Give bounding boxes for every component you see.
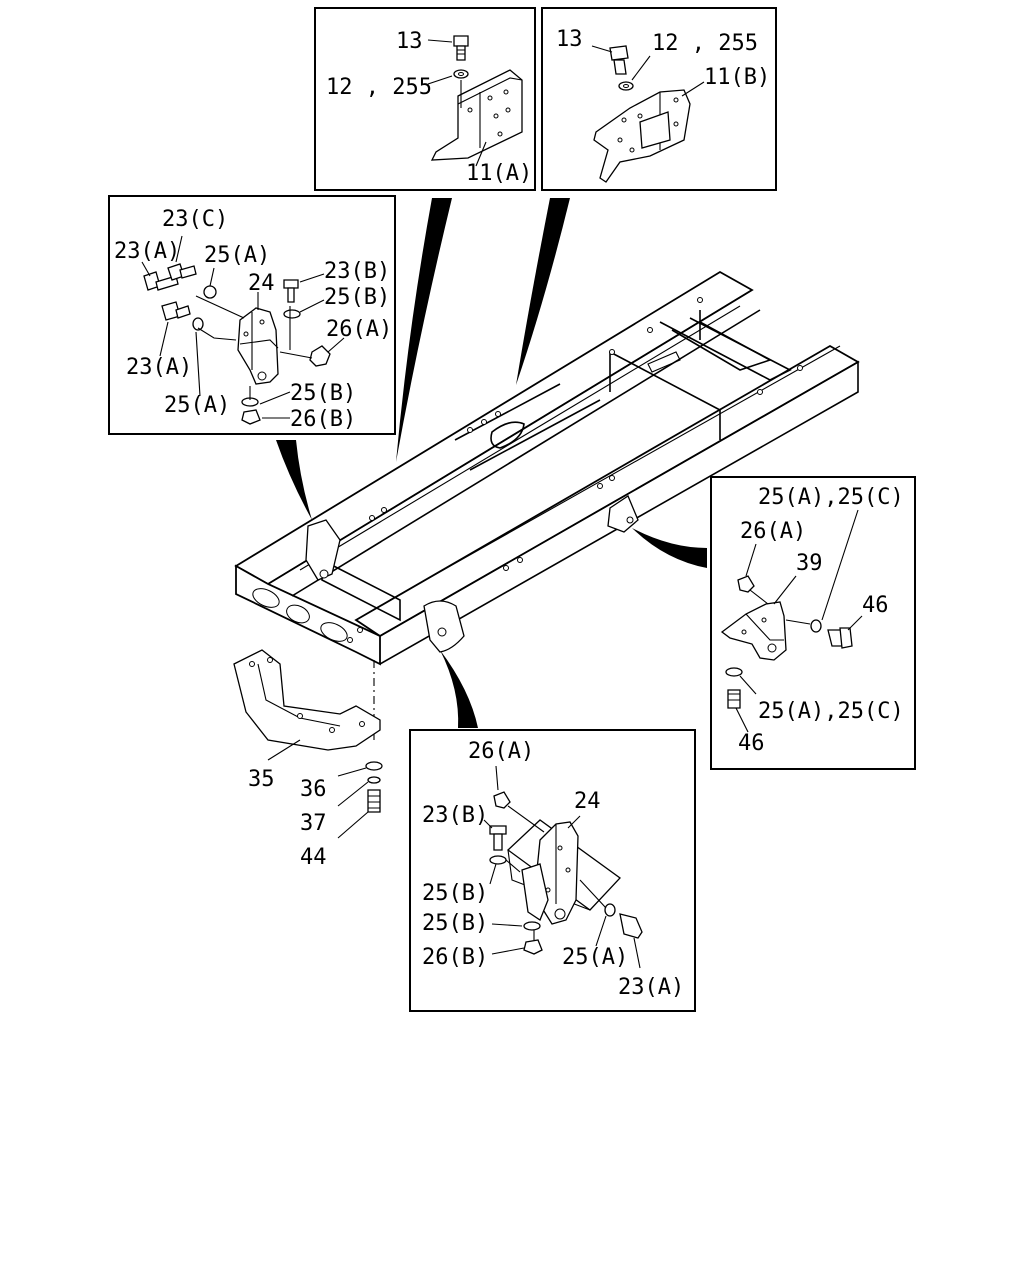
label-37: 37: [300, 811, 327, 836]
label-26b-bottom: 26(B): [422, 945, 488, 970]
label-25a-bottom: 25(A): [164, 393, 230, 418]
label-25b-bottom: 25(B): [290, 381, 356, 406]
label-36: 36: [300, 777, 327, 802]
detail-box-right: 25(A),25(C) 26(A) 39 46 25(A),25(C) 46: [710, 476, 916, 770]
label-35: 35: [248, 767, 275, 792]
detail-box-11a: 13 12 , 255 11(A): [314, 7, 536, 191]
label-25ac-bottom: 25(A),25(C): [758, 699, 904, 724]
label-46-top: 46: [862, 593, 889, 618]
label-26a-left: 26(A): [326, 317, 392, 342]
label-23a-bottom: 23(A): [126, 355, 192, 380]
label-26a-right: 26(A): [740, 519, 806, 544]
label-25ac-top: 25(A),25(C): [758, 485, 904, 510]
frame-holes: [347, 297, 803, 643]
label-23a-bottom-box: 23(A): [618, 975, 684, 1000]
detail-box-bottom: 26(A) 24 23(B) 25(B) 25(B) 26(B) 25(A) 2…: [409, 729, 696, 1012]
callout-pointers: [276, 198, 707, 728]
label-23a-top: 23(A): [114, 239, 180, 264]
label-26a-bottom: 26(A): [468, 739, 534, 764]
detail-box-11b: 13 12 , 255 11(B): [541, 7, 777, 191]
label-23c: 23(C): [162, 207, 228, 232]
label-23b-bottom: 23(B): [422, 803, 488, 828]
crossmember-bracket-35: [233, 649, 383, 813]
label-13-b: 13: [556, 27, 583, 52]
label-26b-left: 26(B): [290, 407, 356, 432]
label-24-bottom: 24: [574, 789, 601, 814]
label-39: 39: [796, 551, 823, 576]
main-labels: 35 36 37 44: [248, 739, 369, 870]
label-12-255-b: 12 , 255: [652, 31, 758, 56]
label-25b-bottom-1: 25(B): [422, 881, 488, 906]
chassis-frame: [234, 270, 860, 740]
label-12-255-a: 12 , 255: [326, 75, 432, 100]
label-25b-bottom-2: 25(B): [422, 911, 488, 936]
label-11b: 11(B): [704, 65, 770, 90]
label-24-left: 24: [248, 271, 275, 296]
label-23b-left: 23(B): [324, 259, 390, 284]
label-25a-bottom-box: 25(A): [562, 945, 628, 970]
label-46-bottom: 46: [738, 731, 765, 756]
label-11a: 11(A): [466, 161, 532, 186]
label-25a-top: 25(A): [204, 243, 270, 268]
label-13-a: 13: [396, 29, 423, 54]
detail-box-left: 23(C) 23(A) 25(A) 24 23(B) 25(B) 26(A) 2…: [108, 195, 396, 435]
label-44: 44: [300, 845, 327, 870]
label-25b-top: 25(B): [324, 285, 390, 310]
